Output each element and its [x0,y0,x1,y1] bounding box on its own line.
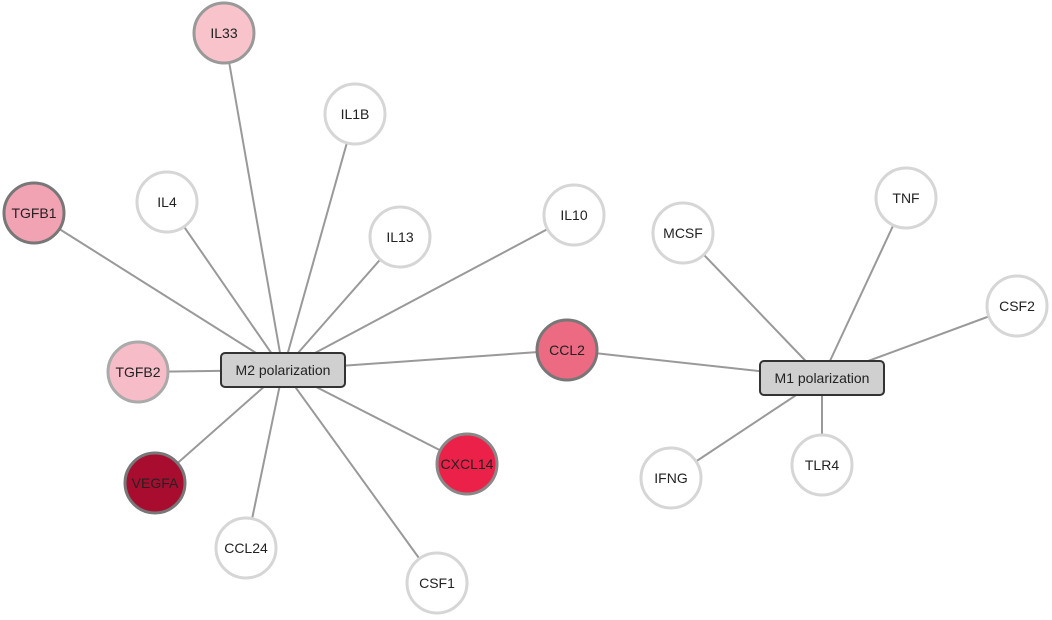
edge-mcsf-m1 [682,232,823,379]
gene-node-il1b[interactable]: IL1B [323,82,387,146]
node-label: TGFB1 [11,205,56,221]
node-label: CCL24 [224,540,268,556]
edge-tnf-m1 [821,197,907,379]
node-circle [323,82,387,146]
edge-il4-m2 [166,201,284,371]
node-circle [123,451,187,515]
hub-box [220,352,346,388]
node-label: IL10 [560,207,587,223]
gene-node-tgfb2[interactable]: TGFB2 [106,340,170,404]
gene-node-tgfb1[interactable]: TGFB1 [2,181,66,245]
gene-node-il33[interactable]: IL33 [192,1,256,65]
edge-tgfb1-m2 [33,212,284,371]
gene-node-vegfa[interactable]: VEGFA [123,451,187,515]
hub-label: M2 polarization [236,362,331,378]
node-label: VEGFA [132,475,179,491]
gene-node-ccl24[interactable]: CCL24 [214,516,278,580]
edge-il33-m2 [223,32,284,371]
gene-node-csf1[interactable]: CSF1 [405,551,469,615]
node-label: IL1B [341,106,370,122]
node-label: IL13 [386,229,413,245]
edge-csf1-m2 [282,369,438,584]
edge-il1b-m2 [282,113,356,371]
node-circle [368,205,432,269]
node-label: MCSF [663,225,703,241]
node-circle [2,181,66,245]
gene-node-ccl2[interactable]: CCL2 [535,318,599,382]
node-circle [639,446,703,510]
node-label: CXCL14 [441,456,494,472]
node-circle [405,551,469,615]
node-label: CSF2 [999,298,1035,314]
hub-m1-polarization[interactable]: M1 polarization [759,360,885,396]
node-circle [790,433,854,497]
node-label: IFNG [654,470,687,486]
hub-label: M1 polarization [775,370,870,386]
node-label: IL33 [210,25,237,41]
gene-node-tnf[interactable]: TNF [874,166,938,230]
hub-m2-polarization[interactable]: M2 polarization [220,352,346,388]
gene-node-mcsf[interactable]: MCSF [651,201,715,265]
gene-node-csf2[interactable]: CSF2 [985,274,1049,338]
node-label: CCL2 [549,342,585,358]
gene-node-il13[interactable]: IL13 [368,205,432,269]
hub-box [759,360,885,396]
hubs-layer: M2 polarization M1 polarization [220,352,885,396]
node-circle [535,318,599,382]
node-circle [214,516,278,580]
node-circle [985,274,1049,338]
gene-node-cxcl14[interactable]: CXCL14 [435,432,499,496]
node-circle [106,340,170,404]
node-circle [135,170,199,234]
gene-node-tlr4[interactable]: TLR4 [790,433,854,497]
node-label: TLR4 [805,457,839,473]
gene-node-ifng[interactable]: IFNG [639,446,703,510]
node-circle [435,432,499,496]
gene-node-il4[interactable]: IL4 [135,170,199,234]
node-label: TGFB2 [115,364,160,380]
node-label: IL4 [157,194,177,210]
node-circle [542,183,606,247]
gene-node-il10[interactable]: IL10 [542,183,606,247]
node-circle [651,201,715,265]
node-circle [874,166,938,230]
edges-layer [33,32,1018,584]
edge-il10-m2 [282,214,575,371]
node-circle [192,1,256,65]
node-label: TNF [892,190,919,206]
node-label: CSF1 [419,575,455,591]
